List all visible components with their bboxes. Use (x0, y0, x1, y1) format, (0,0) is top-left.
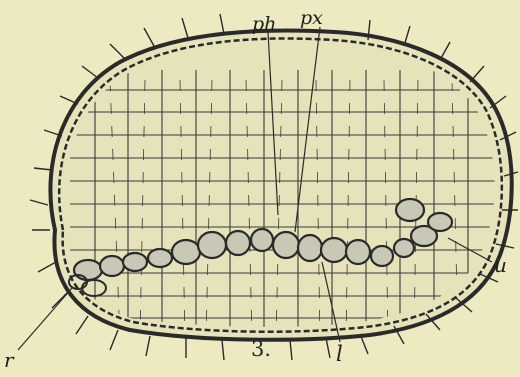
label-l: l (336, 344, 343, 365)
outer-cortex-outline (50, 30, 511, 339)
label-ph: ph (252, 15, 276, 34)
figure-number: 3. (251, 339, 271, 360)
label-r: r (4, 350, 14, 370)
label-px: px (300, 9, 323, 28)
label-u: u (494, 255, 507, 275)
